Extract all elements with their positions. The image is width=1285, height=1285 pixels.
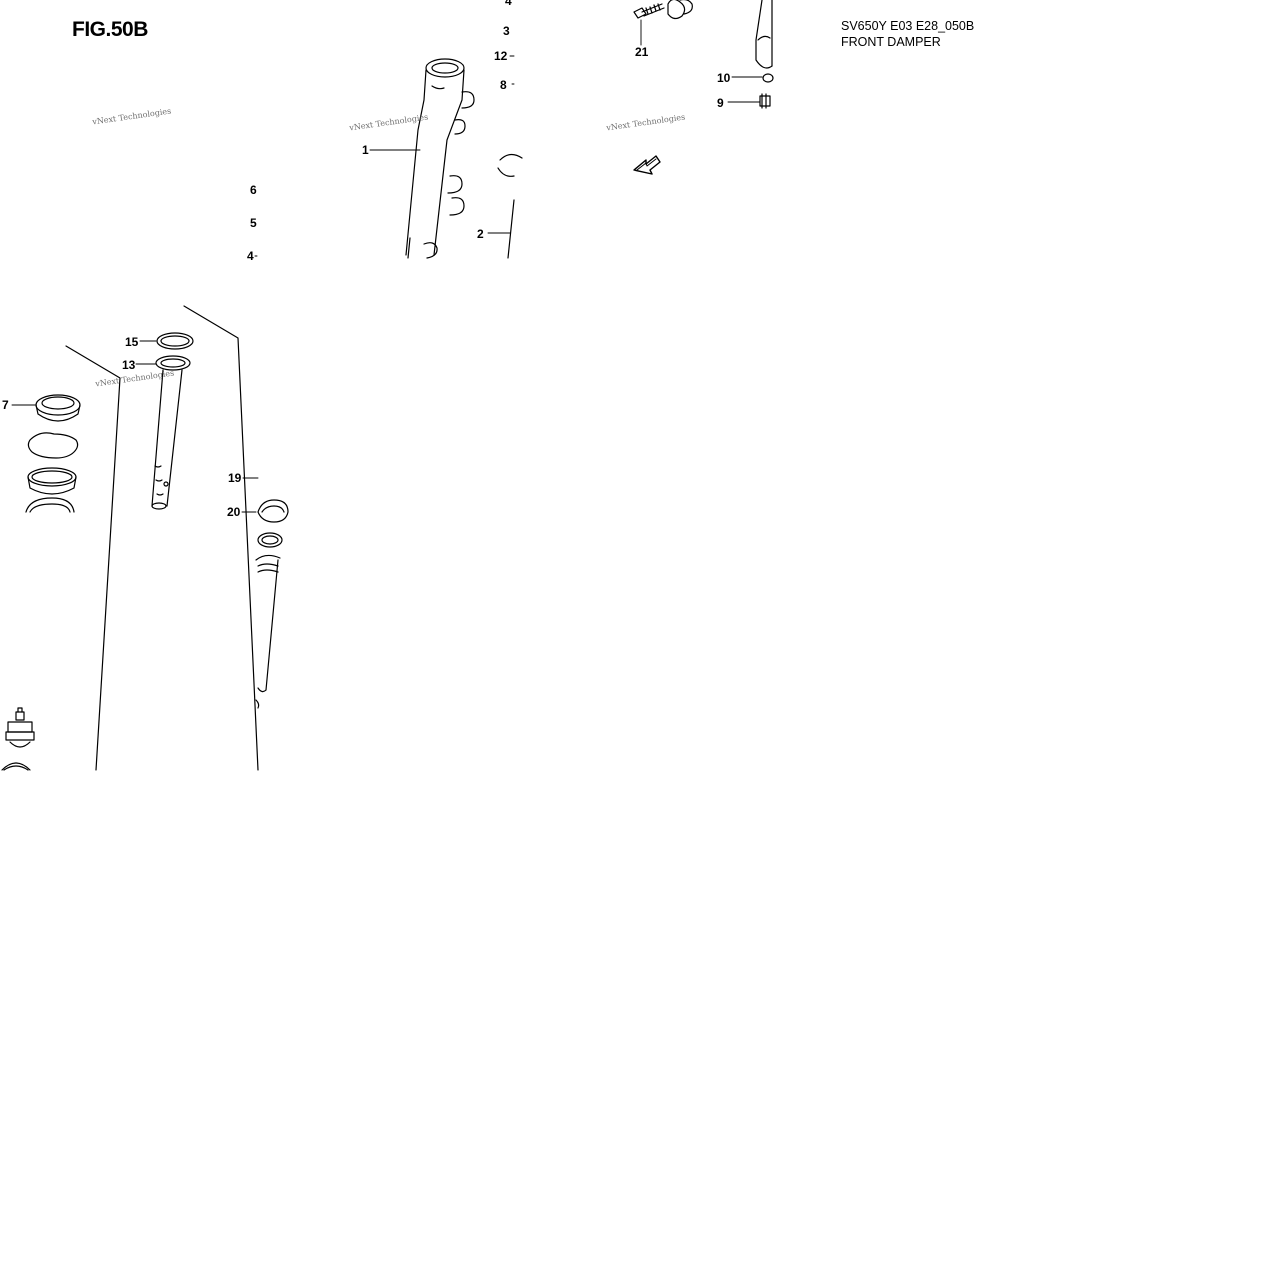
- callout-19: 19: [228, 471, 242, 485]
- callout-21: 21: [635, 45, 649, 59]
- fwd-arrow-icon: [633, 155, 661, 175]
- callout-12: 12: [494, 49, 508, 63]
- part-2-outline: [497, 153, 523, 259]
- model-code: SV650Y E03 E28_050B: [841, 19, 975, 33]
- inner-tube-frame: [65, 305, 259, 771]
- callout-5: 5: [250, 216, 257, 230]
- callout-4-top: 4: [505, 0, 512, 8]
- ring-5: [27, 467, 77, 495]
- callout-20: 20: [227, 505, 241, 519]
- callout-15: 15: [125, 335, 139, 349]
- model-name: FRONT DAMPER: [841, 35, 941, 49]
- callout-3: 3: [503, 24, 510, 38]
- leader-lines: [11, 19, 763, 513]
- figure-title: FIG.50B: [72, 18, 148, 41]
- callout-13: 13: [122, 358, 136, 372]
- callout-4-left: 4: [247, 249, 254, 263]
- damper-cylinder: [151, 369, 183, 510]
- callout-1: 1: [362, 143, 369, 157]
- ring-pair: [257, 532, 283, 548]
- ring-4: [25, 497, 75, 513]
- model-label: SV650Y E03 E28_050B FRONT DAMPER: [841, 18, 974, 50]
- callout-10: 10: [717, 71, 731, 85]
- bolt-9: [759, 93, 771, 109]
- ring-13: [155, 355, 191, 371]
- fork-outer-tube: [405, 58, 475, 259]
- callout-6: 6: [250, 183, 257, 197]
- callout-2: 2: [477, 227, 484, 241]
- bolt-21: [633, 0, 693, 20]
- ring-20: [257, 499, 289, 523]
- clip-6: [27, 432, 79, 459]
- washer-10: [762, 73, 774, 83]
- callout-9: 9: [717, 96, 724, 110]
- cap-bolt: [1, 707, 35, 771]
- damper-rod-top: [755, 0, 773, 69]
- ring-15: [156, 332, 194, 350]
- callout-7: 7: [2, 398, 9, 412]
- spring-tube: [255, 554, 281, 709]
- oil-seal-7: [35, 394, 81, 422]
- callout-8: 8: [500, 78, 507, 92]
